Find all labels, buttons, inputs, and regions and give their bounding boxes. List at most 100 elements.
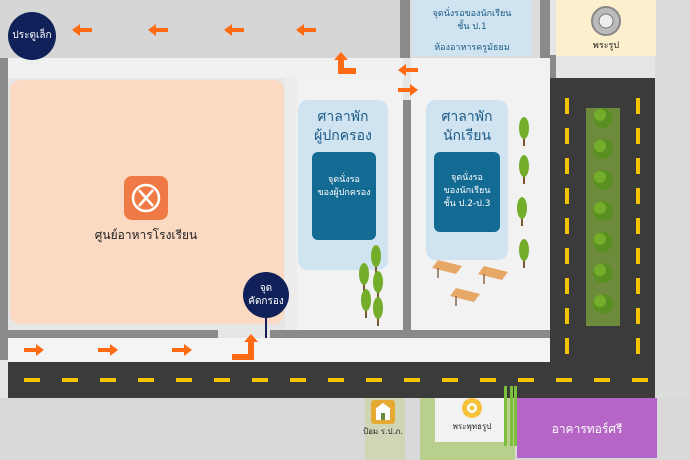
guard-booth-icon — [371, 400, 395, 424]
path-canteen-side — [285, 78, 297, 330]
arrow-left-icon — [148, 24, 168, 36]
tree-icon — [519, 155, 529, 177]
statue-icon — [591, 6, 621, 36]
student-pavilion-title-2: นักเรียน — [442, 128, 492, 144]
tree-icon — [594, 264, 606, 276]
road-dash — [62, 378, 78, 382]
reed-icon — [504, 386, 507, 446]
buddha-image-label: พระพุทธรูป — [452, 422, 492, 431]
tree-trunk — [375, 264, 377, 274]
road-dash — [636, 278, 640, 294]
tree-icon — [519, 117, 529, 139]
screening-point-badge[interactable] — [243, 272, 289, 318]
reed-icon — [514, 386, 517, 446]
screening-stem — [265, 300, 267, 338]
student-wait-box — [434, 152, 500, 232]
road-dash — [176, 378, 192, 382]
tree-icon — [594, 295, 606, 307]
student-wait-3: ชั้น ป.2-ป.3 — [443, 199, 491, 209]
ground-right — [655, 0, 690, 460]
road-dash — [328, 378, 344, 382]
road-dash — [636, 158, 640, 174]
tree-trunk — [523, 258, 525, 268]
canteen-icon — [124, 176, 168, 220]
road-dash — [100, 378, 116, 382]
arrow-left-icon — [224, 24, 244, 36]
parent-wait-2: ของผู้ปกครอง — [317, 188, 371, 198]
road-dash — [565, 308, 569, 324]
road-dash — [138, 378, 154, 382]
road-dash — [24, 378, 40, 382]
tree-trunk — [363, 282, 365, 292]
road-dash — [636, 128, 640, 144]
ground-top-left — [0, 0, 400, 58]
tree-icon — [594, 171, 606, 183]
road-dash — [565, 128, 569, 144]
road-dash — [565, 248, 569, 264]
tree-trunk — [365, 308, 367, 318]
p1-wait-3: ห้องอาหารครูมัธยม — [434, 43, 510, 53]
arrow-left-icon — [398, 64, 418, 76]
road-dash — [442, 378, 458, 382]
road-dash — [636, 248, 640, 264]
road-dash — [518, 378, 534, 382]
arrow-right-icon — [24, 344, 44, 356]
small-gate-badge[interactable] — [8, 12, 56, 60]
torsri-label: อาคารทอร์ศรี — [551, 422, 623, 436]
tree-icon — [371, 245, 381, 267]
road-dash — [636, 308, 640, 324]
road-dash — [636, 98, 640, 114]
bench-icon — [432, 260, 462, 274]
p1-wait-1: จุดนั่งรอของนักเรียน — [432, 9, 512, 19]
parent-wait-box — [312, 152, 376, 240]
parent-wait-1: จุดนั่งรอ — [328, 175, 360, 185]
arrow-turn-icon — [232, 334, 258, 360]
road-dash — [565, 338, 569, 354]
tree-icon — [594, 202, 606, 214]
bench-icon — [478, 266, 508, 280]
tree-icon — [373, 297, 383, 319]
student-wait-1: จุดนั่งรอ — [451, 173, 483, 183]
tree-trunk — [377, 290, 379, 300]
tree-icon — [361, 289, 371, 311]
road-dash — [636, 218, 640, 234]
road-dash — [565, 188, 569, 204]
wall-left — [0, 58, 8, 330]
road-dash — [565, 98, 569, 114]
small-gate-label: ประตูเล็ก — [12, 30, 52, 41]
wall-vertical-center — [400, 0, 410, 58]
arrow-turn-icon — [334, 52, 356, 74]
buddha-icon — [462, 398, 482, 418]
road-dash — [556, 378, 572, 382]
road-dash — [290, 378, 306, 382]
tree-trunk — [377, 316, 379, 326]
torsri-building[interactable] — [517, 398, 657, 458]
arrow-left-icon — [296, 24, 316, 36]
student-wait-2: ของนักเรียน — [443, 186, 491, 196]
road-dash — [636, 188, 640, 204]
road-dash — [366, 378, 382, 382]
tree-icon — [519, 239, 529, 261]
tree-icon — [594, 233, 606, 245]
road-dash — [632, 378, 648, 382]
arrow-right-icon — [98, 344, 118, 356]
statue-label: พระรูป — [592, 41, 620, 51]
tree-icon — [373, 271, 383, 293]
road-dash — [565, 278, 569, 294]
parent-pavilion-title-1: ศาลาพัก — [317, 109, 369, 125]
road-dash — [594, 378, 610, 382]
wall-p1-right — [540, 0, 550, 58]
screening-label-1: จุด — [259, 283, 273, 294]
road-dash — [404, 378, 420, 382]
bench-icon — [450, 288, 480, 302]
parent-pavilion-title-2: ผู้ปกครอง — [314, 128, 372, 144]
tree-icon — [594, 109, 606, 121]
reed-icon — [510, 386, 513, 446]
student-pavilion-title-1: ศาลาพัก — [441, 109, 493, 125]
arrow-right-icon — [398, 84, 418, 96]
tree-trunk — [523, 136, 525, 146]
canteen-label: ศูนย์อาหารโรงเรียน — [94, 228, 198, 242]
arrow-right-icon — [172, 344, 192, 356]
wall-bottom-left — [8, 330, 218, 338]
